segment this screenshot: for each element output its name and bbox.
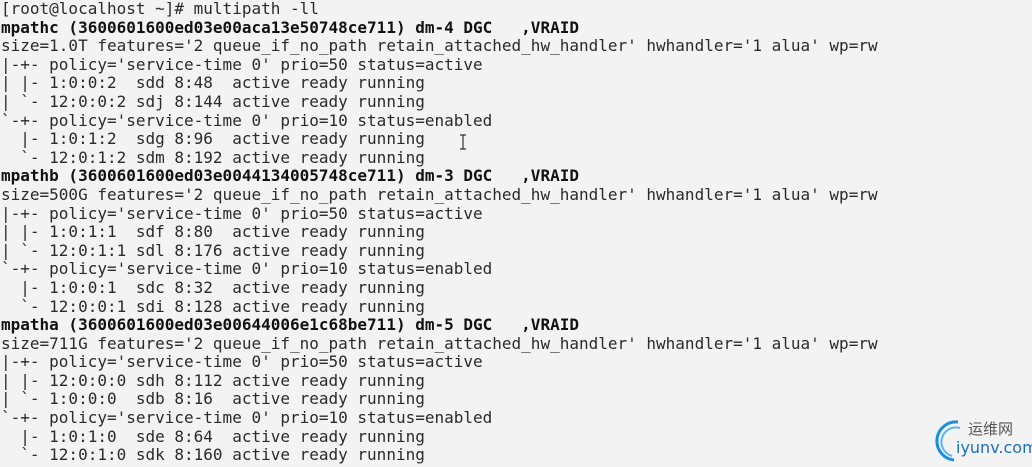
terminal-line: [root@localhost ~]# multipath -ll bbox=[1, 0, 319, 18]
terminal-line: | `- 12:0:1:1 sdl 8:176 active ready run… bbox=[1, 240, 425, 260]
terminal-line: |-+- policy='service-time 0' prio=50 sta… bbox=[1, 54, 483, 74]
terminal-line: `- 12:0:1:0 sdk 8:160 active ready runni… bbox=[1, 445, 425, 465]
terminal-line: | |- 1:0:0:2 sdd 8:48 active ready runni… bbox=[1, 73, 425, 93]
terminal-line: size=711G features='2 queue_if_no_path r… bbox=[1, 333, 878, 353]
terminal-line: | |- 1:0:1:1 sdf 8:80 active ready runni… bbox=[1, 222, 425, 242]
multipath-device-header: mpathc (3600601600ed03e00aca13e50748ce71… bbox=[1, 17, 579, 37]
watermark-en: iyunv.com bbox=[956, 438, 1032, 457]
terminal-line: |-+- policy='service-time 0' prio=50 sta… bbox=[1, 203, 483, 223]
multipath-device-header: mpatha (3600601600ed03e00644006e1c68be71… bbox=[1, 315, 579, 335]
terminal-line: | |- 12:0:0:0 sdh 8:112 active ready run… bbox=[1, 370, 425, 390]
terminal-line: `-+- policy='service-time 0' prio=10 sta… bbox=[1, 110, 493, 130]
multipath-device-header: mpathb (3600601600ed03e0044134005748ce71… bbox=[1, 166, 579, 186]
terminal-line: `- 12:0:1:2 sdm 8:192 active ready runni… bbox=[1, 147, 425, 167]
terminal-line: size=1.0T features='2 queue_if_no_path r… bbox=[1, 36, 878, 56]
terminal-line: |-+- policy='service-time 0' prio=50 sta… bbox=[1, 352, 483, 372]
logo-swirl-icon bbox=[935, 420, 961, 462]
terminal-line: |- 1:0:1:0 sde 8:64 active ready running bbox=[1, 426, 425, 446]
text-cursor-icon bbox=[460, 134, 466, 150]
terminal-line: |- 1:0:0:1 sdc 8:32 active ready running bbox=[1, 277, 425, 297]
terminal-line: | `- 12:0:0:2 sdj 8:144 active ready run… bbox=[1, 91, 425, 111]
watermark-cn: 运维网 bbox=[968, 420, 1014, 438]
terminal-line: size=500G features='2 queue_if_no_path r… bbox=[1, 184, 878, 204]
watermark-logo: 运维网 iyunv.com bbox=[928, 416, 1032, 464]
terminal-line: | `- 1:0:0:0 sdb 8:16 active ready runni… bbox=[1, 389, 425, 409]
terminal-line: `-+- policy='service-time 0' prio=10 sta… bbox=[1, 259, 493, 279]
terminal-line: |- 1:0:1:2 sdg 8:96 active ready running bbox=[1, 129, 425, 149]
terminal-line: `-+- policy='service-time 0' prio=10 sta… bbox=[1, 408, 493, 428]
terminal-line: `- 12:0:0:1 sdi 8:128 active ready runni… bbox=[1, 296, 425, 316]
